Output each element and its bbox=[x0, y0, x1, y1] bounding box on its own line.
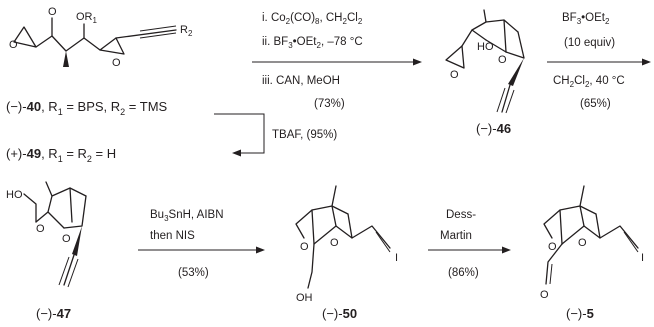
condition-line: i. Co2(CO)8, CH2Cl2 bbox=[262, 12, 363, 26]
condition-line: then NIS bbox=[150, 230, 195, 242]
atom-o: O bbox=[578, 237, 587, 249]
atom-i: I bbox=[641, 252, 644, 264]
compound-label-40: (−)-40, R1 = BPS, R2 = TMS bbox=[6, 99, 168, 117]
atom-o: O bbox=[36, 223, 45, 235]
atom-ho: HO bbox=[6, 189, 23, 201]
arrow-step-4: Dess- Martin (86%) bbox=[428, 209, 511, 279]
condition-line: Martin bbox=[440, 230, 472, 242]
condition-yield: (86%) bbox=[448, 267, 479, 279]
arrow-tbaf: TBAF, (95%) bbox=[214, 113, 337, 157]
condition-line: iii. CAN, MeOH bbox=[262, 75, 340, 87]
atom-o: O bbox=[62, 233, 71, 245]
structure-46: O HO O bbox=[445, 9, 525, 114]
atom-o: O bbox=[498, 54, 507, 66]
condition-line: ii. BF3•OEt2, –78 °C bbox=[262, 36, 363, 50]
atom-o: O bbox=[450, 69, 459, 81]
structure-47: HO O O bbox=[6, 181, 87, 288]
atom-o: O bbox=[540, 289, 549, 301]
atom-oh: OH bbox=[296, 292, 313, 304]
atom-o: O bbox=[9, 39, 18, 51]
condition-line: Bu3SnH, AIBN bbox=[150, 209, 224, 223]
structure-5: O O O I bbox=[540, 185, 644, 301]
structure-50: O O OH I bbox=[295, 185, 398, 304]
condition-line: CH2Cl2, 40 °C bbox=[553, 75, 625, 89]
atom-o: O bbox=[48, 6, 57, 18]
atom-i: I bbox=[395, 252, 398, 264]
compound-label-5: (−)-5 bbox=[566, 306, 594, 321]
atom-or1: OR1 bbox=[76, 11, 98, 25]
compound-label-46: (−)-46 bbox=[476, 121, 511, 136]
atom-o: O bbox=[112, 57, 121, 69]
atom-r2: R2 bbox=[180, 24, 193, 38]
compound-label-47: (−)-47 bbox=[36, 306, 71, 321]
compound-label-49: (+)-49, R1 = R2 = H bbox=[6, 146, 116, 164]
condition-line: BF3•OEt2 bbox=[562, 12, 610, 26]
arrow-step-2: BF3•OEt2 (10 equiv) CH2Cl2, 40 °C (65%) bbox=[547, 12, 651, 110]
atom-o: O bbox=[548, 241, 557, 253]
arrow-step-3: Bu3SnH, AIBN then NIS (53%) bbox=[138, 209, 265, 279]
condition-yield: (53%) bbox=[178, 267, 209, 279]
condition-yield: (73%) bbox=[314, 98, 345, 110]
atom-o: O bbox=[300, 241, 309, 253]
compound-label-50: (−)-50 bbox=[322, 306, 357, 321]
condition-line: (10 equiv) bbox=[564, 37, 615, 49]
structure-40: O O OR1 O R2 bbox=[9, 6, 193, 69]
condition-yield: (65%) bbox=[580, 98, 611, 110]
condition-tbaf: TBAF, (95%) bbox=[272, 129, 337, 141]
atom-o: O bbox=[330, 237, 339, 249]
arrow-step-1: i. Co2(CO)8, CH2Cl2 ii. BF3•OEt2, –78 °C… bbox=[252, 12, 422, 110]
condition-line: Dess- bbox=[446, 209, 476, 221]
atom-ho: HO bbox=[477, 41, 494, 53]
